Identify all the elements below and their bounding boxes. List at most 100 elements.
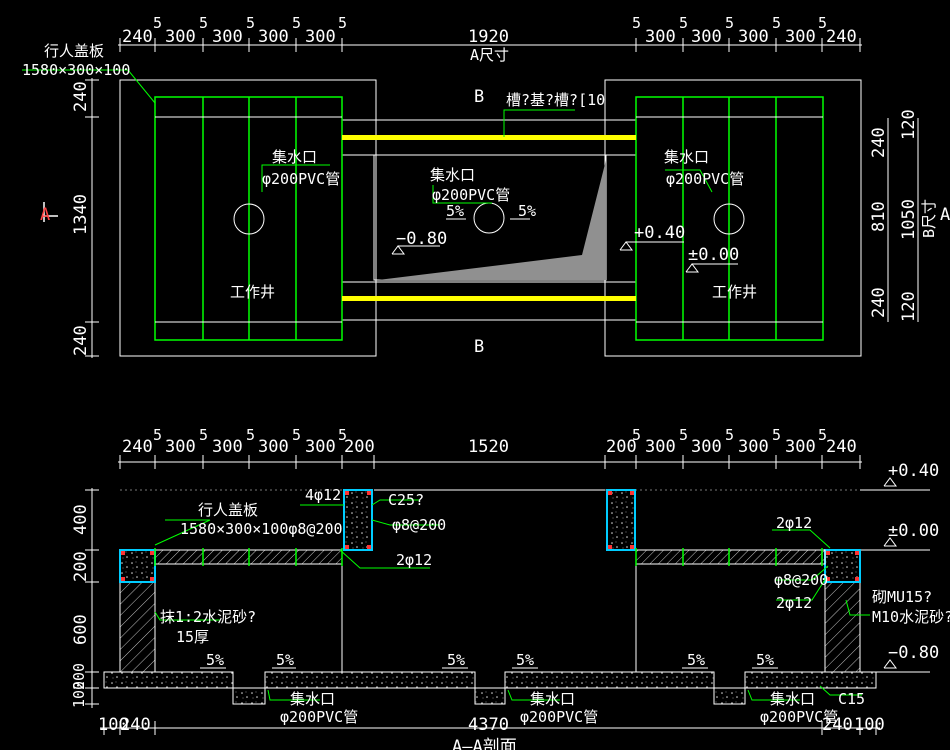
sec-left-dim-1: 200 xyxy=(71,551,91,582)
plan-dim-l2: 300 xyxy=(165,27,196,47)
pit-slope xyxy=(378,160,606,280)
plan-dim-r8: 5 xyxy=(818,14,827,32)
elev-000-plan: ±0.00 xyxy=(688,245,739,265)
sec-dim-r5: 5 xyxy=(725,426,734,444)
section-b-bottom: B xyxy=(474,337,484,357)
sec-dim-r10: 240 xyxy=(826,437,857,457)
sec-sump-2a: 集水口 xyxy=(530,690,575,708)
slab-joints xyxy=(154,548,823,566)
plan-right-b-1: 1050 xyxy=(899,199,919,240)
section-a-right: A xyxy=(940,205,950,225)
rebar-2phi12-b: 2φ12 xyxy=(776,514,812,532)
sec-dim-l2: 300 xyxy=(165,437,196,457)
sec-dim-l8: 300 xyxy=(305,437,336,457)
brick-2: M10水泥砂? xyxy=(872,608,950,626)
plan-dim-r6: 5 xyxy=(772,14,781,32)
brick-1: 砌MU15? xyxy=(872,588,932,606)
section-elev-markers xyxy=(200,477,897,669)
sec-slope-5: 5% xyxy=(756,651,774,669)
sec-dim-l5: 5 xyxy=(246,426,255,444)
plan-dim-r9: 240 xyxy=(826,27,857,47)
plan-right-a-2: 240 xyxy=(869,287,889,318)
plan-dim-l6: 300 xyxy=(258,27,289,47)
section-view xyxy=(85,455,930,735)
elev-minus080-plan: −0.80 xyxy=(396,229,447,249)
plaster-1: 抹1:2水泥砂? xyxy=(160,608,256,626)
sump-left-2: φ200PVC管 xyxy=(262,170,340,188)
sec-dim-r4: 300 xyxy=(691,437,722,457)
channel-label: 槽?基?槽?[10 xyxy=(506,91,605,109)
plan-dim-r7: 300 xyxy=(785,27,816,47)
right-wall xyxy=(824,581,861,673)
left-cover-plates xyxy=(154,96,343,341)
concrete-c25: C25? xyxy=(388,491,424,509)
sec-bot-dim-0: 100 xyxy=(98,715,129,735)
sec-dim-r7: 5 xyxy=(772,426,781,444)
sec-bot-dim-2: 4370 xyxy=(468,715,509,735)
sec-dim-r3: 5 xyxy=(679,426,688,444)
plan-dim-r4: 5 xyxy=(725,14,734,32)
sec-dim-r9: 5 xyxy=(818,426,827,444)
sec-slope-2: 5% xyxy=(447,651,465,669)
stirrup-phi8: φ8@200 xyxy=(392,516,446,534)
channel-beam-top xyxy=(342,135,636,140)
plan-dim-r0: 5 xyxy=(632,14,641,32)
plan-dim-mid: 1920 xyxy=(468,27,509,47)
sec-sump-1b: φ200PVC管 xyxy=(280,708,358,726)
plan-elev-markers xyxy=(391,218,738,273)
section-b-top: B xyxy=(474,87,484,107)
slope-left: 5% xyxy=(446,202,464,220)
plan-dim-r1: 300 xyxy=(645,27,676,47)
plan-right-a-1: 810 xyxy=(869,201,889,232)
stirrup-phi8-b: φ8@200 xyxy=(774,571,828,589)
sec-slope-0: 5% xyxy=(206,651,224,669)
sec-slope-3: 5% xyxy=(516,651,534,669)
b-size-label: B尺寸 xyxy=(920,199,938,238)
sec-dim-l9: 5 xyxy=(338,426,347,444)
rebar-2phi12-a: 2φ12 xyxy=(396,551,432,569)
plan-left-dim-2: 240 xyxy=(71,325,91,356)
sec-dim-l1: 5 xyxy=(153,426,162,444)
sec-sump-2b: φ200PVC管 xyxy=(520,708,598,726)
sump-mid-2: φ200PVC管 xyxy=(432,186,510,204)
sec-left-dim-2: 600 xyxy=(71,614,91,645)
cover-label-2: 1580×300×100 xyxy=(22,61,130,79)
sec-bot-dim-4: 100 xyxy=(854,715,885,735)
plan-dim-r2: 5 xyxy=(679,14,688,32)
sec-dim-r2: 300 xyxy=(645,437,676,457)
sump-mid-1: 集水口 xyxy=(430,166,475,184)
sec-cover-1: 行人盖板 xyxy=(198,501,258,519)
plan-right-b-0: 120 xyxy=(899,109,919,140)
sec-dim-l7: 5 xyxy=(292,426,301,444)
slope-right: 5% xyxy=(518,202,536,220)
plan-dim-l7: 5 xyxy=(292,14,301,32)
sump-right-1: 集水口 xyxy=(664,148,709,166)
sec-left-dim-4: 100 xyxy=(70,681,88,708)
a-size-label: A尺寸 xyxy=(470,46,509,64)
sec-cover-2: 1580×300×100φ8@200 xyxy=(180,520,343,538)
sec-slope-1: 5% xyxy=(276,651,294,669)
plan-dim-l4: 300 xyxy=(212,27,243,47)
sec-bot-dim-1: 240 xyxy=(120,715,151,735)
elev-plus040-plan: +0.40 xyxy=(634,223,685,243)
sec-c15: C15 xyxy=(838,690,865,708)
well-right: 工作井 xyxy=(712,283,757,301)
right-cover-plates xyxy=(635,96,824,341)
sec-dim-l6: 300 xyxy=(258,437,289,457)
plaster-2: 15厚 xyxy=(176,628,209,646)
sec-dim-l3: 5 xyxy=(199,426,208,444)
beam-caps xyxy=(119,489,861,583)
plan-view xyxy=(43,38,919,358)
plan-dim-l3: 5 xyxy=(199,14,208,32)
sec-bot-dim-3: 240 xyxy=(822,715,853,735)
plan-leaders xyxy=(22,69,713,204)
cover-label-1: 行人盖板 xyxy=(44,42,104,60)
plan-right-b-2: 120 xyxy=(899,291,919,322)
section-title: A—A剖面 xyxy=(452,737,517,750)
section-leaders xyxy=(154,499,870,701)
rebar-4phi12: 4φ12 xyxy=(305,486,341,504)
sec-dim-l0: 240 xyxy=(122,437,153,457)
sump-right-2: φ200PVC管 xyxy=(666,170,744,188)
sec-dim-l10: 200 xyxy=(344,437,375,457)
